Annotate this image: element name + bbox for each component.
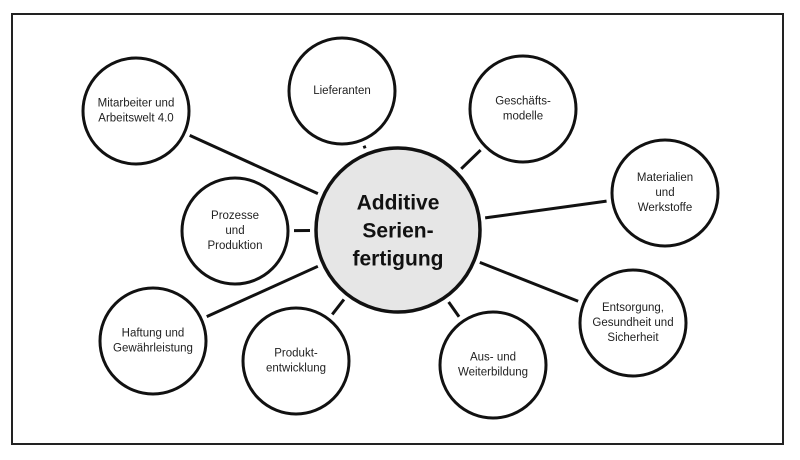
- connector-geschaeftsmodelle: [460, 148, 482, 170]
- connector-haftung: [206, 264, 319, 319]
- diagram-frame: [11, 13, 784, 445]
- topic-label-haftung-line-1: Haftung und: [122, 328, 185, 340]
- topic-label-entsorgung-line-2: Gesundheit und: [592, 317, 673, 329]
- topic-circle-materialien: [610, 138, 720, 248]
- topic-label-prozesse-line-1: Prozesse: [211, 210, 259, 222]
- topic-circle-prozesse: [180, 176, 290, 286]
- center-label-line-3: fertigung: [353, 248, 444, 271]
- topic-label-produktentwicklung-line-2: entwicklung: [266, 363, 326, 375]
- topic-label-entsorgung-line-3: Sicherheit: [607, 332, 659, 344]
- topic-bubble-produktentwicklung: Produkt-entwicklung: [241, 306, 351, 416]
- topic-label-mitarbeiter-line-1: Mitarbeiter und: [98, 98, 175, 110]
- connector-lines: [189, 134, 607, 319]
- topic-label-materialien-line-3: Werkstoffe: [638, 202, 693, 214]
- connector-produktentwicklung: [331, 298, 346, 316]
- topic-circle-produktentwicklung: [241, 306, 351, 416]
- topic-circle-mitarbeiter: [81, 56, 191, 166]
- topic-label-geschaeftsmodelle-line-2: modelle: [503, 111, 543, 123]
- topic-label-produktentwicklung-line-1: Produkt-: [274, 348, 318, 360]
- topic-label-prozesse-line-2: und: [225, 225, 244, 237]
- topic-label-lieferanten-line-1: Lieferanten: [313, 85, 371, 97]
- topic-label-materialien-line-2: und: [655, 187, 674, 199]
- connector-mitarbeiter: [189, 134, 319, 195]
- topic-bubble-geschaeftsmodelle: Geschäfts-modelle: [468, 54, 578, 164]
- topic-label-ausbildung-line-2: Weiterbildung: [458, 367, 528, 379]
- connector-ausbildung: [447, 301, 461, 318]
- topic-circle-ausbildung: [438, 310, 548, 420]
- topic-label-mitarbeiter-line-2: Arbeitswelt 4.0: [98, 113, 173, 125]
- topic-label-ausbildung-line-1: Aus- und: [470, 352, 516, 364]
- topic-label-haftung-line-2: Gewährleistung: [113, 343, 193, 355]
- center-label-line-1: Additive: [357, 192, 440, 215]
- connector-lieferanten: [362, 145, 367, 149]
- topic-label-prozesse-line-3: Produktion: [208, 240, 263, 252]
- center-circle: [314, 146, 482, 314]
- topic-circle-lieferanten: [287, 36, 397, 146]
- topic-circle-haftung: [98, 286, 208, 396]
- topic-circle-entsorgung: [578, 268, 688, 378]
- connector-entsorgung: [479, 260, 579, 303]
- center-label-line-2: Serien-: [362, 220, 433, 243]
- topic-label-geschaeftsmodelle-line-1: Geschäfts-: [495, 96, 551, 108]
- topic-label-entsorgung-line-1: Entsorgung,: [602, 302, 664, 314]
- topic-circle-geschaeftsmodelle: [468, 54, 578, 164]
- topic-bubble-lieferanten: Lieferanten: [287, 36, 397, 146]
- connector-materialien: [484, 199, 607, 220]
- topic-label-materialien-line-1: Materialien: [637, 172, 693, 184]
